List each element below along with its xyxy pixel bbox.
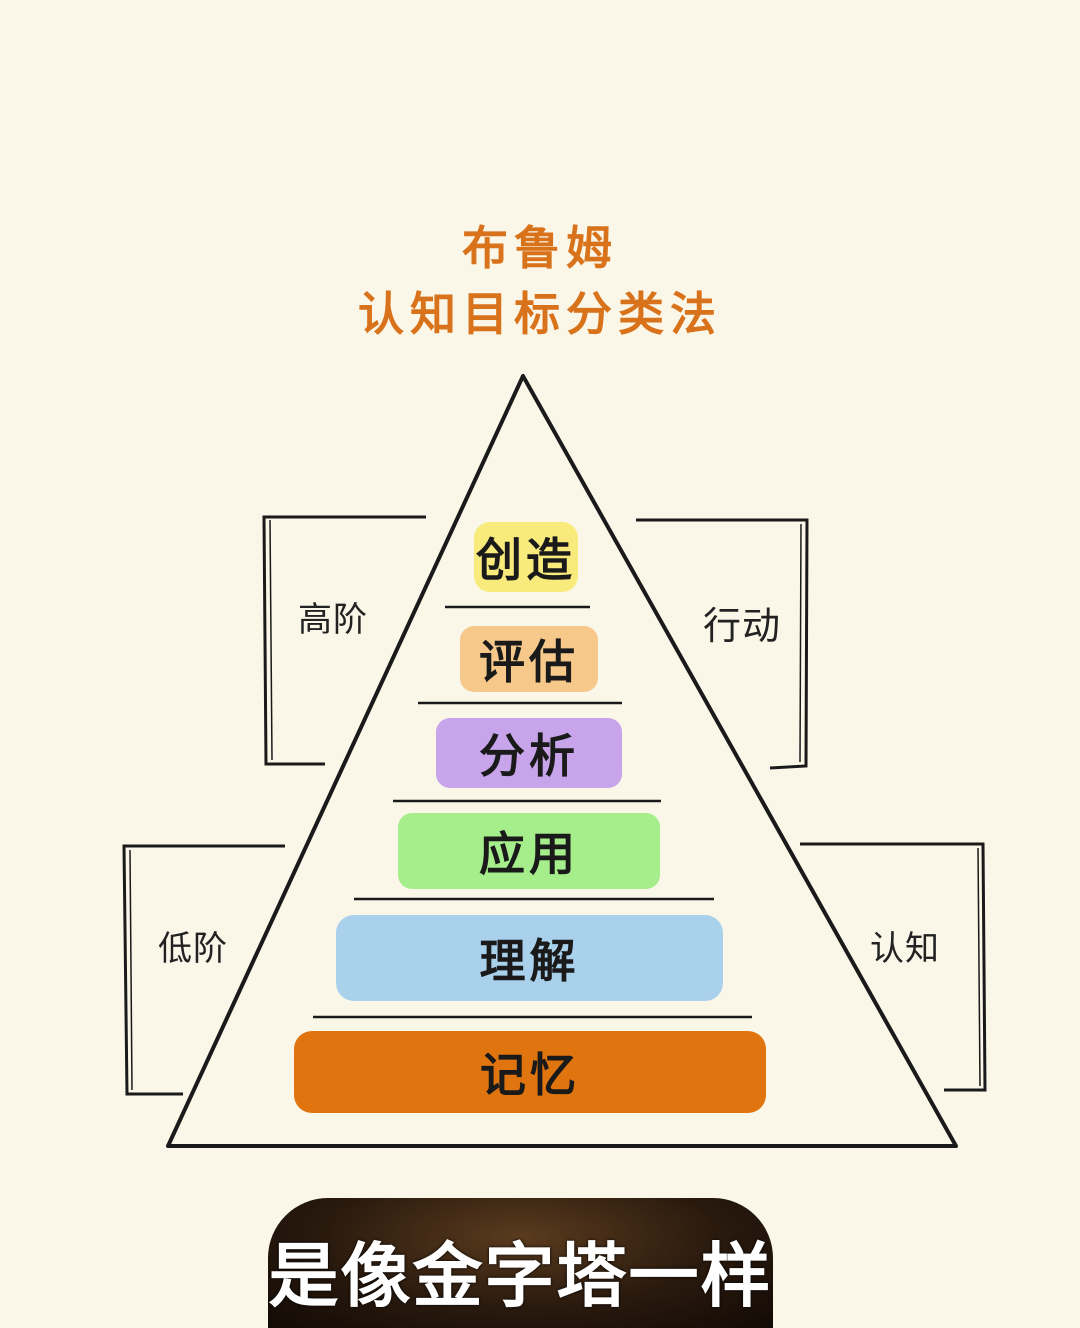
title-line-2: 认知目标分类法 [358, 287, 722, 341]
level-label: 分析 [479, 729, 579, 783]
level-remember: 记忆 [294, 1031, 766, 1113]
level-evaluate: 评估 [460, 626, 598, 692]
level-label: 记忆 [480, 1048, 580, 1102]
level-create: 创造 [474, 522, 578, 592]
level-apply: 应用 [398, 813, 660, 889]
action-bracket [636, 518, 809, 770]
action-label: 行动 [703, 604, 782, 648]
pyramid-outline [166, 374, 958, 1148]
title-line-1: 布鲁姆 [462, 221, 618, 275]
action-bracket [799, 523, 802, 763]
high-order-bracket [269, 519, 273, 761]
low-order-label: 低阶 [158, 929, 228, 969]
video-caption-band: 是像金字塔一样 [268, 1198, 773, 1328]
cognition-bracket [800, 842, 987, 1092]
video-caption: 是像金字塔一样 [268, 1234, 773, 1317]
low-order-bracket [129, 849, 133, 1091]
high-order-bracket [262, 515, 426, 766]
cognition-label: 认知 [870, 929, 940, 969]
level-label: 创造 [476, 533, 576, 587]
level-understand: 理解 [336, 915, 723, 1001]
cognition-bracket [977, 847, 981, 1087]
level-label: 应用 [479, 827, 579, 881]
level-label: 评估 [479, 635, 579, 689]
low-order-bracket [122, 844, 285, 1096]
level-analyze: 分析 [436, 718, 622, 788]
high-order-label: 高阶 [298, 600, 368, 640]
level-label: 理解 [479, 934, 580, 988]
